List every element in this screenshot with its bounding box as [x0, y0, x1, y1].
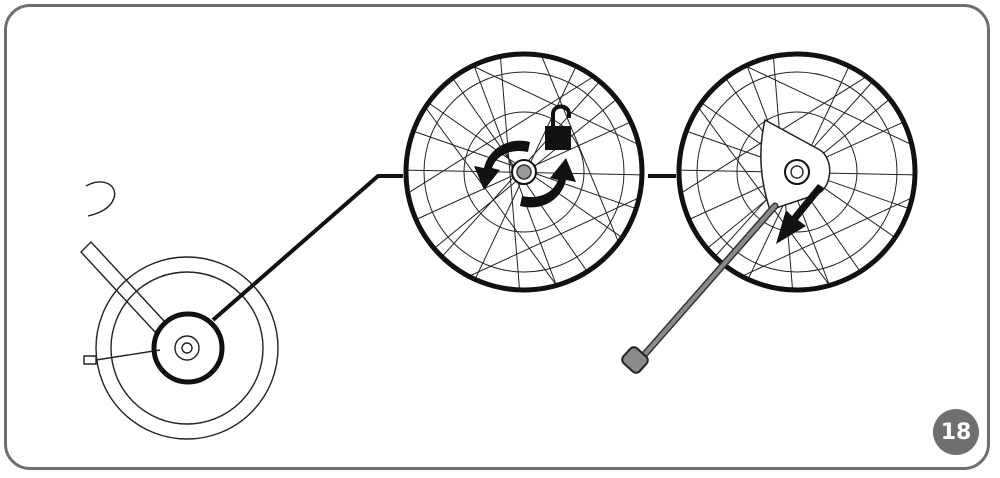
padlock-open-icon	[545, 104, 571, 150]
arrow-down-left-icon	[776, 184, 824, 244]
stroller-overview	[80, 174, 676, 440]
step-number-badge: 18	[933, 409, 979, 455]
overview-wheel-inner	[110, 271, 264, 425]
frame-tube	[80, 240, 166, 334]
handle-curve	[85, 181, 116, 217]
rotate-arrows-icon	[474, 140, 576, 208]
instruction-frame	[4, 4, 990, 470]
detail-wheel-unlock	[403, 51, 645, 293]
leader-line	[211, 174, 403, 322]
detail-wheel-tool	[676, 51, 918, 293]
overview-wheel-outer	[95, 256, 279, 440]
zoom-highlight-circle	[151, 311, 225, 385]
removal-tool	[621, 202, 779, 374]
